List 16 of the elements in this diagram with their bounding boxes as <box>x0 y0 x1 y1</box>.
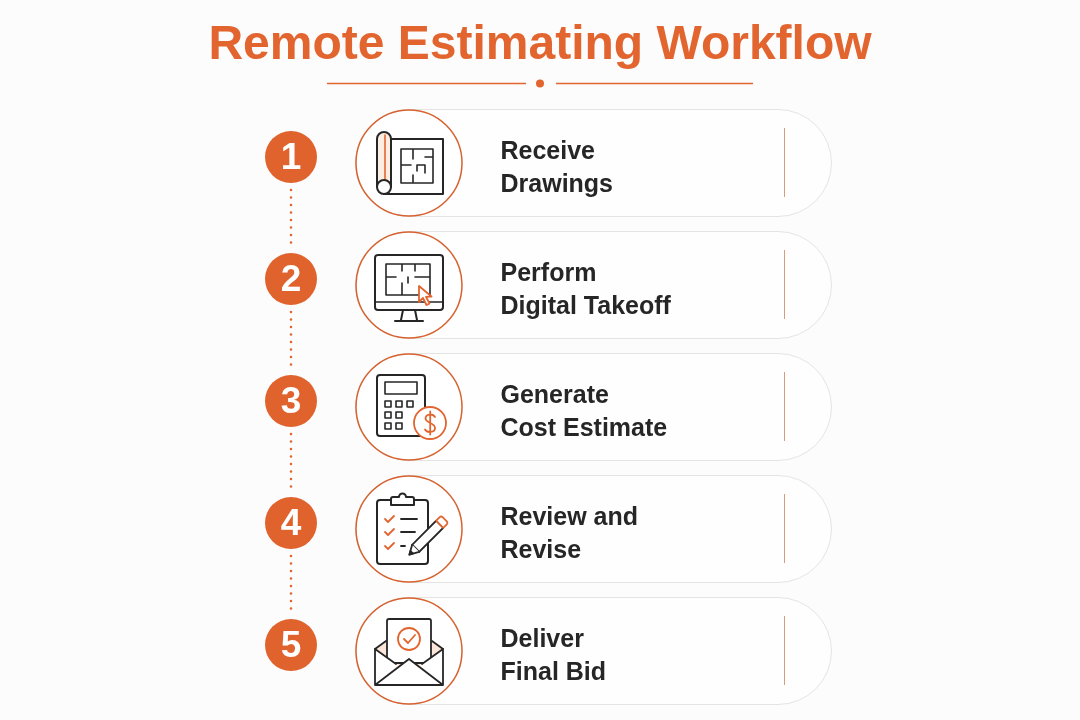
step-number: 5 <box>280 625 302 665</box>
step-label: Perform Digital Takeoff <box>500 257 671 321</box>
step-label: Receive Drawings <box>500 135 614 199</box>
step-number: 4 <box>280 503 302 543</box>
number-circle <box>265 253 317 305</box>
step-label: Deliver Final Bid <box>500 623 607 687</box>
number-circle <box>265 375 317 427</box>
title: Remote Estimating Workflow <box>208 15 872 71</box>
step-label: Generate Cost Estimate <box>500 379 668 443</box>
number-circle <box>265 497 317 549</box>
step-number: 3 <box>280 381 302 421</box>
step-label: Review and Revise <box>500 501 639 565</box>
step-number: 2 <box>280 259 302 299</box>
step-number: 1 <box>280 137 302 177</box>
number-circle <box>265 619 317 671</box>
number-circle <box>265 131 317 183</box>
